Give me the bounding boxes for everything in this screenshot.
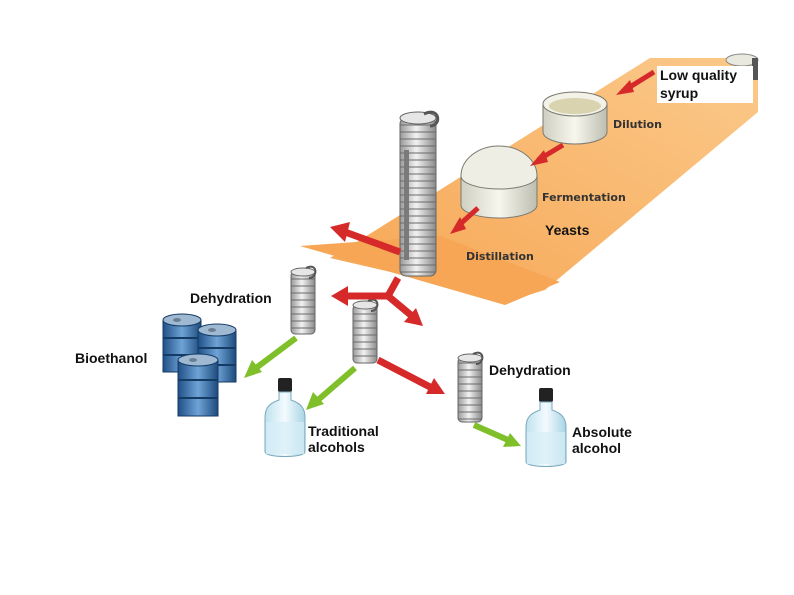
traditional-bottle-icon	[264, 378, 306, 457]
process-arrows	[450, 69, 656, 234]
absolute-alcohol-label: Absolute alcohol	[572, 424, 632, 457]
dehydration-label-bottom: Dehydration	[489, 362, 571, 378]
distribution-arrows	[330, 222, 445, 394]
top-tank-icon	[725, 53, 759, 80]
bioethanol-label: Bioethanol	[75, 350, 148, 366]
fermentation-tank-icon	[460, 145, 538, 219]
dehydration-label-top: Dehydration	[190, 290, 272, 306]
fermentation-label: Fermentation	[542, 191, 626, 204]
dilution-tank-icon	[542, 91, 608, 145]
dehydration-column-1-icon	[290, 265, 317, 335]
product-arrows	[244, 335, 521, 447]
dehydration-column-2-icon	[457, 351, 484, 423]
low-quality-syrup-label: Low quality syrup	[657, 66, 753, 103]
distillation-label: Distillation	[466, 250, 534, 263]
absolute-bottle-icon	[525, 388, 567, 467]
dilution-label: Dilution	[613, 118, 662, 131]
rectification-column-icon	[352, 298, 379, 364]
distillation-column-icon	[399, 110, 440, 277]
barrel-icon	[162, 313, 237, 417]
traditional-alcohols-label: Traditional alcohols	[308, 423, 379, 456]
yeasts-label: Yeasts	[545, 222, 590, 238]
